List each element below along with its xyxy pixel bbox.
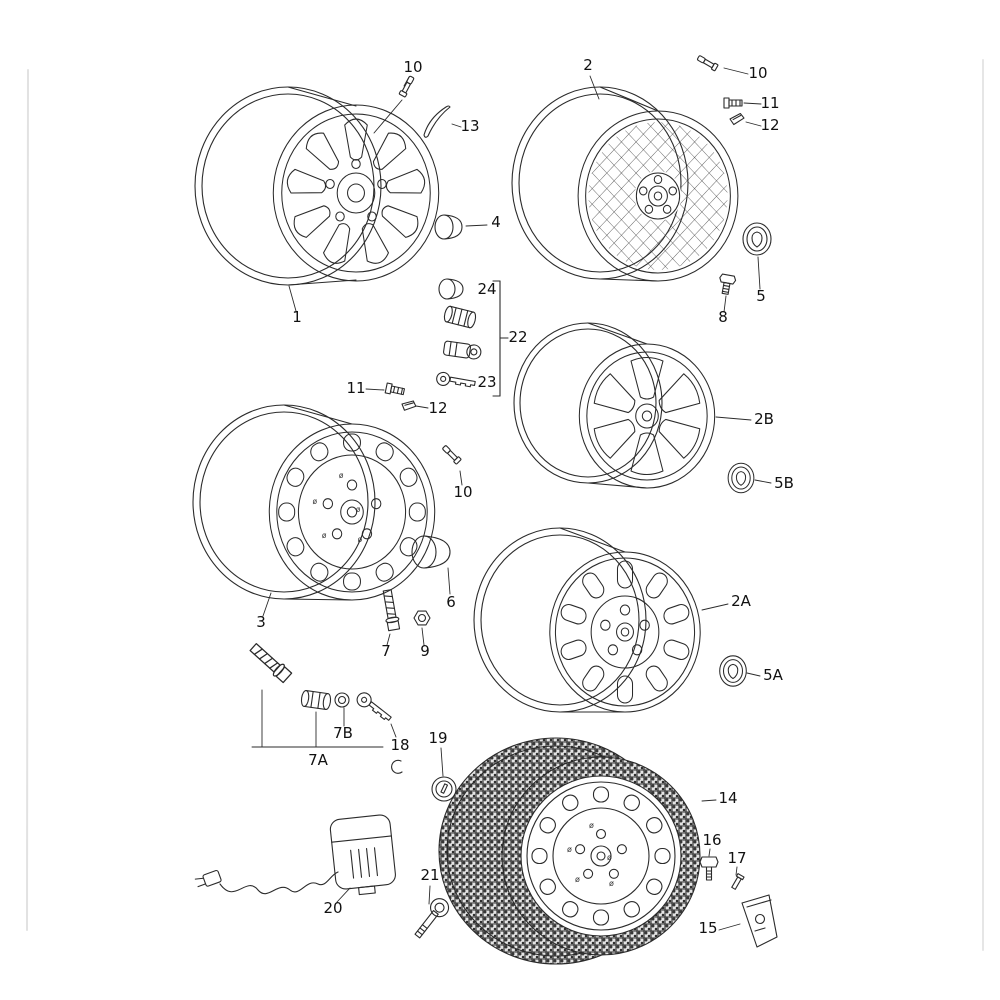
callout-18: 18 [390, 736, 409, 754]
hub-cap-5 [742, 222, 772, 256]
trim-ring-13 [423, 105, 451, 138]
wheel-face-marking: ø [358, 535, 363, 544]
wheel-lock-set-22 [436, 278, 509, 397]
callout-19: 19 [428, 729, 447, 747]
bolt-icon-11-left [384, 382, 406, 398]
callout-20: 20 [323, 899, 342, 917]
lock-key-23 [436, 371, 476, 388]
wheel-face-marking: ø [607, 853, 612, 862]
bolt-8 [719, 273, 737, 295]
callout-4: 4 [491, 213, 501, 231]
wheel-3-slotted-disc-wheel: ø ø ø ø ø [192, 404, 436, 601]
callout-24: 24 [477, 280, 496, 298]
callout-13: 13 [460, 117, 479, 135]
callout-2a: 2A [731, 592, 752, 610]
callout-11-left: 11 [346, 379, 365, 397]
valve-icon-10-top-right [695, 53, 719, 72]
valve-icon-10-top-left [398, 74, 416, 98]
leader-lines [251, 67, 772, 931]
wheel-bolt-7a [247, 640, 294, 685]
callout-5: 5 [756, 287, 766, 305]
callout-6: 6 [446, 593, 456, 611]
retaining-clip-19 [391, 759, 403, 774]
callout-5a: 5A [763, 666, 784, 684]
wheel-face-marking: ø [322, 531, 327, 540]
callout-12-left: 12 [428, 399, 447, 417]
callout-11-right: 11 [760, 94, 779, 112]
lock-sleeve-22 [443, 305, 477, 329]
wheel-2a-slotted-disc-wheel [473, 527, 701, 713]
wheel-bolt-7 [380, 588, 402, 632]
wheel-2b-flat-spoke-wheel [513, 322, 716, 489]
callout-2b: 2B [754, 410, 774, 428]
lock-sleeve-7b [300, 689, 332, 711]
callout-labels: 10 13 4 1 2 10 11 12 5 8 24 22 23 2B 5B … [256, 56, 794, 937]
callout-2: 2 [583, 56, 593, 74]
callout-14: 14 [718, 789, 737, 807]
key-18 [356, 692, 392, 721]
callout-7b: 7B [333, 724, 353, 742]
wheel-face-marking: ø [356, 505, 361, 514]
callout-17: 17 [727, 849, 746, 867]
callout-5b: 5B [774, 474, 794, 492]
cable [219, 871, 339, 895]
lock-barrel-19 [431, 776, 457, 802]
clamp-icon-12-left [400, 399, 417, 412]
plug-icon [194, 869, 222, 888]
wheel-face-marking: ø [567, 845, 572, 854]
callout-12-right: 12 [760, 116, 779, 134]
valve-icon-10-middle [440, 443, 462, 465]
bolt-icon-11-right [723, 97, 743, 109]
callout-7a: 7A [308, 751, 329, 769]
scan-edge-left [26, 69, 29, 931]
wheel-14-spare-wheel-with-tire: ø ø ø ø ø [438, 737, 701, 965]
wheel-face-marking: ø [609, 879, 614, 888]
device-body [329, 814, 396, 896]
callout-10-wheel2: 10 [748, 64, 767, 82]
callout-10-wheel1: 10 [403, 58, 422, 76]
wheel-face-marking: ø [589, 821, 594, 830]
hub-cap-6 [411, 535, 451, 569]
lock-cap-7b [334, 692, 350, 708]
wheel-face-marking: ø [313, 497, 318, 506]
wheel-face-marking: ø [339, 471, 344, 480]
wheel-1-road-wheel [194, 86, 440, 286]
callout-15: 15 [698, 919, 717, 937]
callout-7: 7 [381, 642, 391, 660]
nut-9 [413, 610, 431, 626]
wheel-face-marking: ø [575, 875, 580, 884]
hub-cap-4 [434, 214, 463, 240]
callout-1: 1 [292, 308, 302, 326]
electric-device-20 [194, 814, 396, 896]
callout-9: 9 [420, 642, 430, 660]
hub-cap-5a [719, 655, 747, 687]
callout-10-wheel3: 10 [453, 483, 472, 501]
bolt-16 [699, 856, 719, 881]
valve-21 [414, 898, 450, 939]
clamp-icon-12-right [728, 112, 746, 126]
wheel-2-mesh-wheel [511, 86, 739, 282]
callout-21: 21 [420, 866, 439, 884]
callout-8: 8 [718, 308, 728, 326]
hub-cap-5b [727, 462, 755, 494]
screw-17 [731, 873, 745, 890]
callout-16: 16 [702, 831, 721, 849]
callout-3: 3 [256, 613, 266, 631]
lock-cylinder-22 [443, 340, 482, 360]
lock-cap-24 [438, 278, 464, 300]
bracket-15 [741, 894, 778, 948]
callout-22: 22 [508, 328, 527, 346]
callout-23: 23 [477, 373, 496, 391]
